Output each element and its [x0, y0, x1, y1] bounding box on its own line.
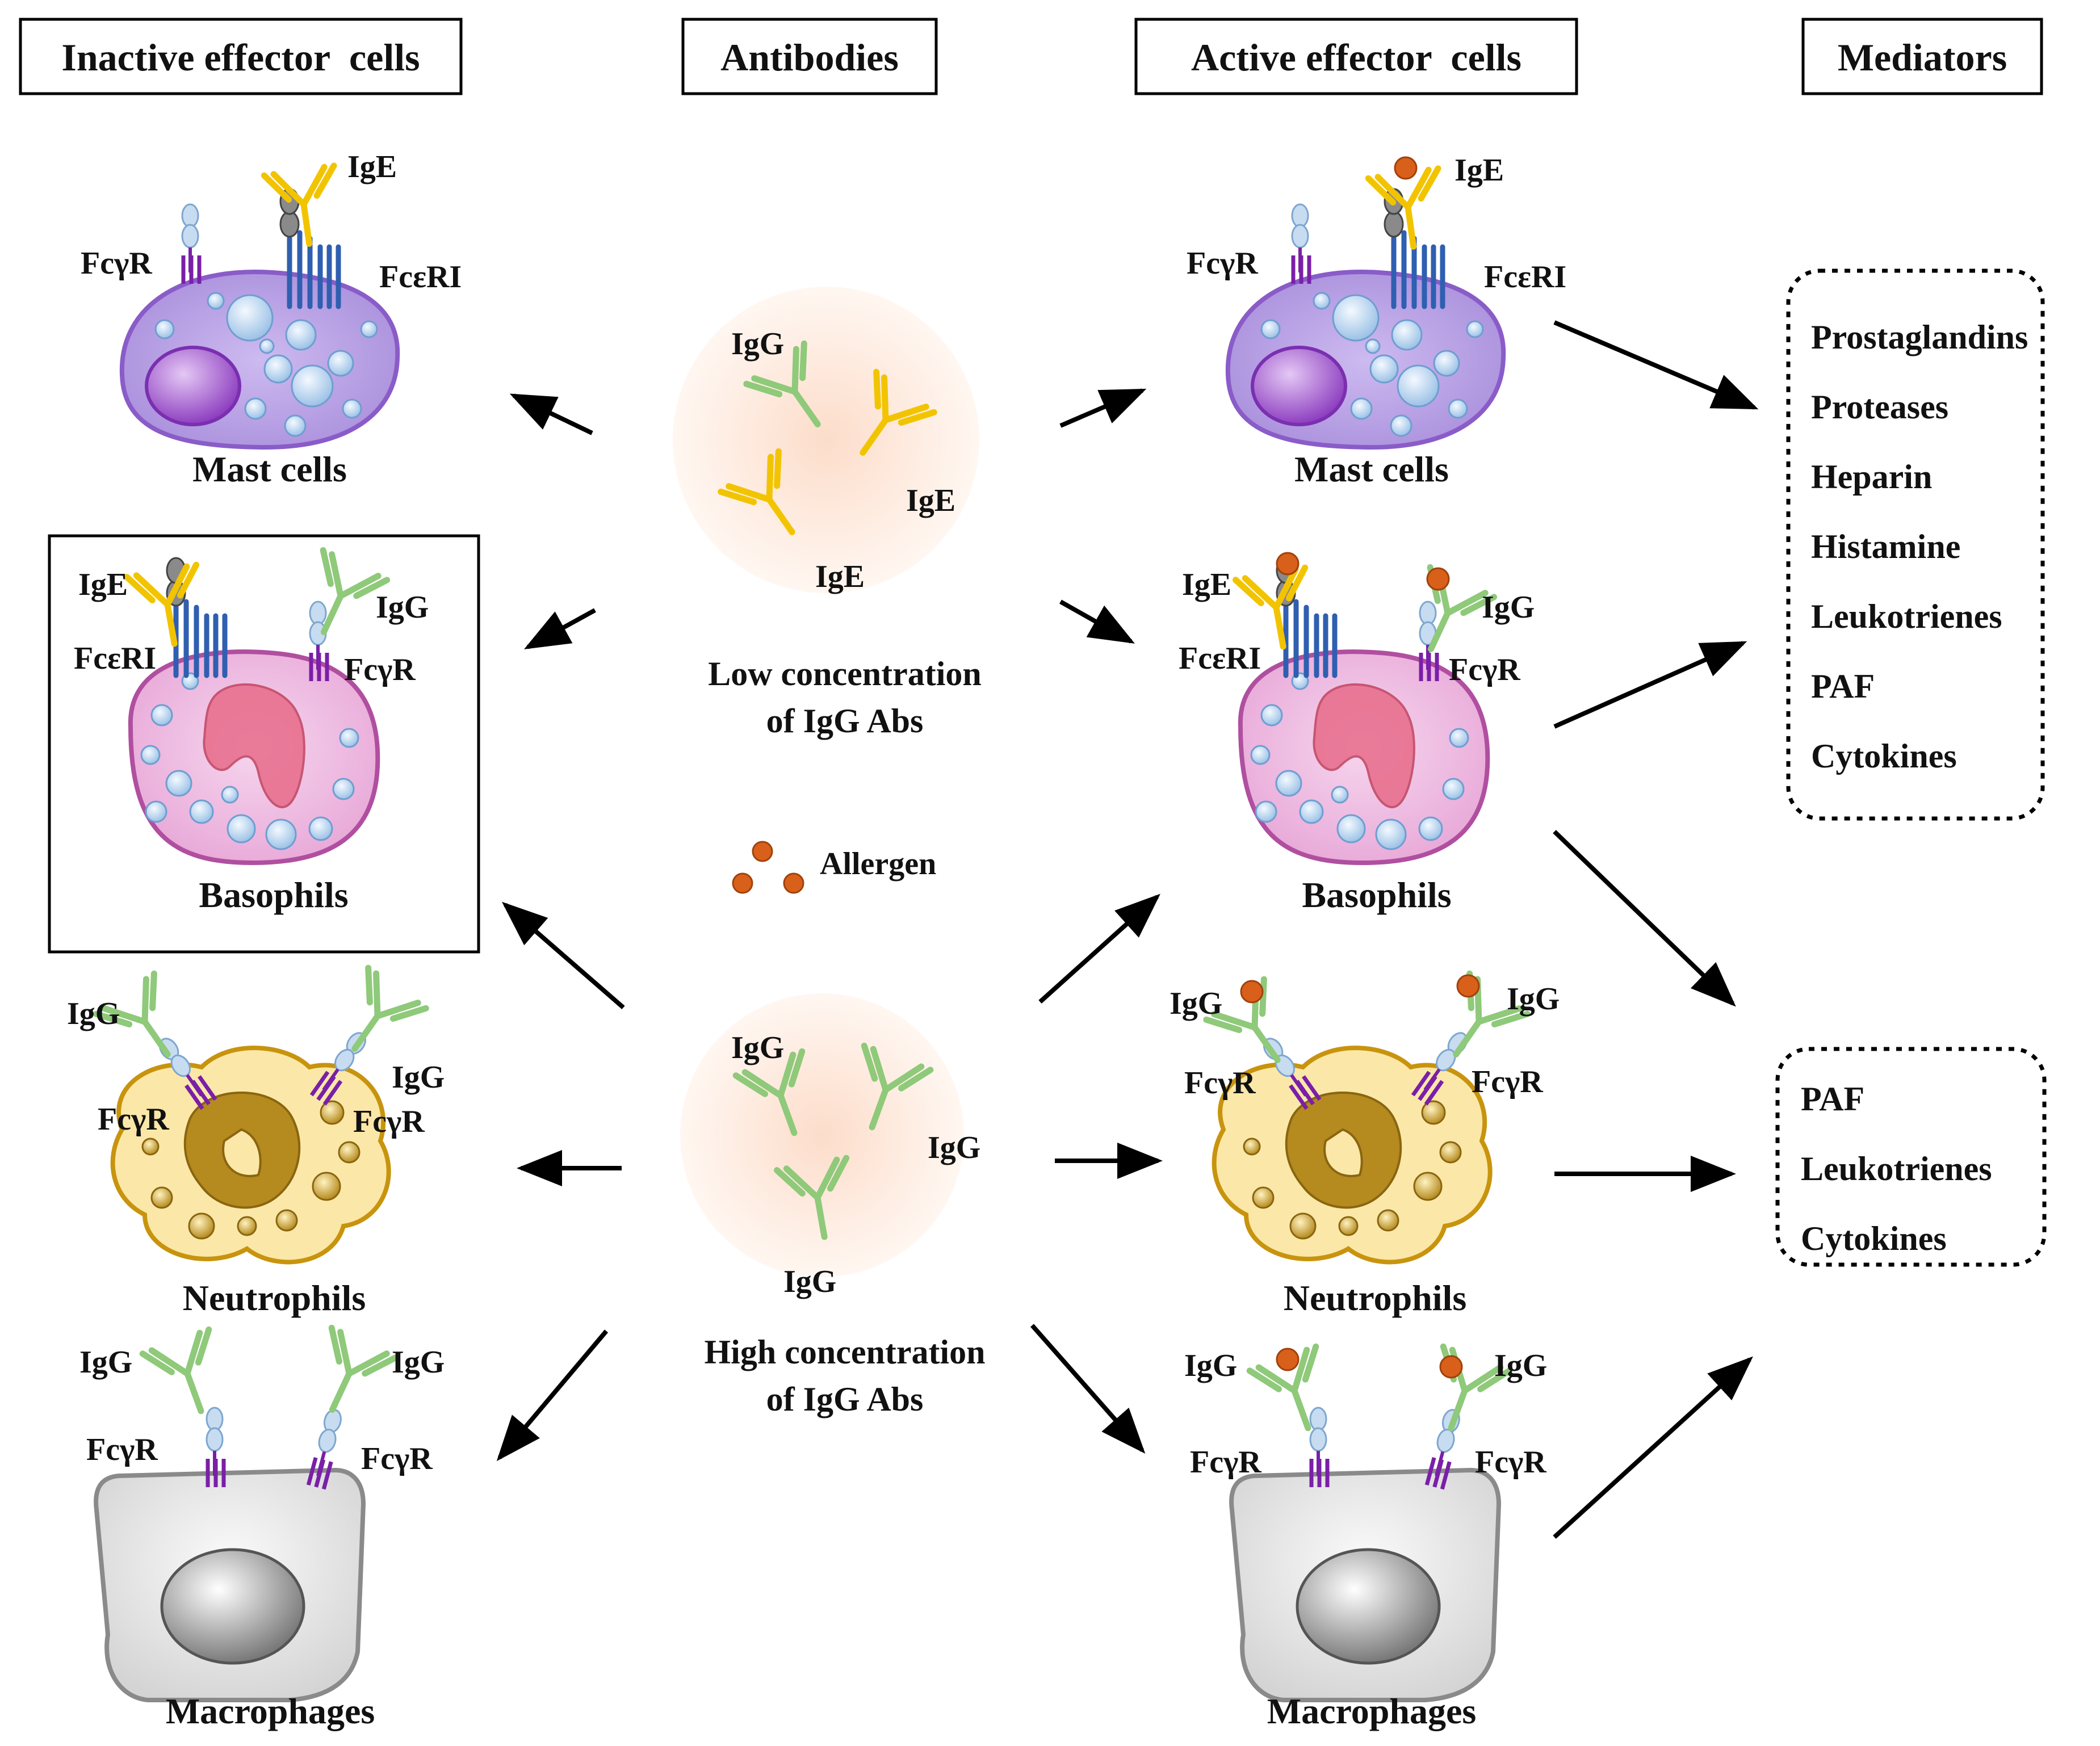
label-ige: IgE [347, 149, 397, 184]
arrow [509, 393, 593, 435]
header-mediators: Mediators [1801, 18, 2043, 95]
label-ige: IgE [1455, 153, 1504, 188]
label-fcgr: FcγR [1190, 1445, 1261, 1480]
cell-name-mast: Mast cells [192, 449, 347, 489]
label-fcgr: FcγR [81, 246, 152, 281]
mediator-item: PAF [1811, 668, 1875, 705]
arrow [1059, 388, 1147, 428]
arrow [501, 901, 625, 1010]
mediator-item: Leukotrienes [1801, 1150, 1992, 1187]
label-fcgr: FcγR [98, 1102, 169, 1137]
mediator-item: Heparin [1811, 458, 1932, 496]
label-igg: IgG [731, 1030, 784, 1065]
label-fcgr: FcγR [1475, 1445, 1546, 1480]
inactive-macrophage: IgG IgG FcγR FcγR Macrophages [79, 1328, 445, 1731]
low-concentration-cluster: IgG IgE IgE [673, 287, 979, 594]
label-fcgr: FcγR [1472, 1064, 1543, 1099]
arrow [1553, 641, 1747, 729]
label-igg: IgG [392, 1060, 445, 1095]
label-ige: IgE [78, 567, 128, 602]
mediator-item: PAF [1801, 1080, 1864, 1118]
label-igg: IgG [392, 1345, 445, 1380]
arrow [1059, 599, 1135, 644]
label-fcgr: FcγR [1187, 246, 1258, 281]
active-macrophage: IgG IgG FcγR FcγR Macrophages [1184, 1346, 1547, 1731]
high-concentration-line2: of IgG Abs [766, 1380, 924, 1418]
arrow [1553, 830, 1736, 1007]
header-inactive: Inactive effector cells [19, 18, 463, 95]
label-fceri: FcεRI [379, 259, 462, 295]
header-active: Active effector cells [1134, 18, 1578, 95]
allergen-label: Allergen [820, 846, 936, 882]
label-fcgr: FcγR [344, 652, 416, 687]
inactive-basophil: IgE IgG FcεRI FcγR Basophils [48, 534, 480, 954]
label-igg: IgG [1170, 986, 1222, 1021]
label-igg: IgG [1184, 1348, 1237, 1383]
label-igg: IgG [1482, 590, 1535, 625]
label-fcgr: FcγR [1184, 1065, 1256, 1101]
mediator-item: Proteases [1811, 388, 1948, 426]
label-ige: IgE [906, 483, 955, 518]
low-concentration-line1: Low concentration [708, 655, 982, 692]
label-fcgr: FcγR [86, 1432, 158, 1467]
label-igg: IgG [731, 326, 784, 362]
mediator-item: Leukotrienes [1811, 598, 2002, 635]
label-igg: IgG [1507, 981, 1560, 1017]
header-antibodies: Antibodies [681, 18, 938, 95]
arrow [1553, 320, 1759, 410]
low-concentration-line2: of IgG Abs [766, 702, 924, 740]
mediators-box-1: Prostaglandins Proteases Heparin Histami… [1786, 268, 2045, 821]
inactive-mast-cell: IgE FcγR FcεRI Mast cells [81, 149, 462, 489]
mediator-item: Prostaglandins [1811, 318, 2028, 356]
label-fcgr: FcγR [353, 1104, 425, 1139]
label-ige: IgE [815, 559, 865, 594]
arrow [523, 608, 596, 649]
label-fcgr: FcγR [1449, 652, 1520, 687]
arrow [1553, 1356, 1753, 1539]
mediator-item: Cytokines [1801, 1220, 1947, 1257]
label-igg: IgG [783, 1264, 836, 1299]
header-mediators-label: Mediators [1838, 36, 2007, 79]
high-concentration-line1: High concentration [705, 1333, 986, 1371]
label-fceri: FcεRI [1179, 641, 1261, 676]
arrows [496, 320, 1759, 1539]
label-igg: IgG [1494, 1348, 1547, 1383]
cell-name-basophils: Basophils [1302, 875, 1451, 915]
label-igg: IgG [67, 996, 120, 1031]
mediator-item: Cytokines [1811, 737, 1957, 775]
active-mast-cell: IgE FcγR FcεRI Mast cells [1187, 153, 1566, 489]
high-concentration-cluster: IgG IgG IgG [680, 993, 980, 1299]
allergen-legend: Allergen [732, 841, 936, 894]
inactive-neutrophil: IgG IgG FcγR FcγR Neutrophils [67, 968, 445, 1318]
label-igg: IgG [79, 1345, 132, 1380]
label-fceri: FcεRI [74, 641, 156, 676]
header-active-label: Active effector cells [1191, 36, 1521, 79]
arrow [1038, 893, 1160, 1004]
label-ige: IgE [1182, 567, 1231, 602]
mediator-item: Histamine [1811, 528, 1960, 565]
active-basophil: IgE IgG FcεRI FcγR Basophils [1179, 552, 1535, 915]
header-antibodies-label: Antibodies [720, 36, 899, 79]
arrow [496, 1329, 609, 1462]
active-neutrophil: IgG IgG FcγR FcγR Neutrophils [1170, 973, 1560, 1318]
cell-name-macrophages: Macrophages [1267, 1691, 1477, 1731]
mediators-box-2: PAF Leukotrienes Cytokines [1775, 1047, 2047, 1267]
cell-name-neutrophils: Neutrophils [183, 1278, 366, 1318]
label-fceri: FcεRI [1484, 259, 1566, 295]
header-inactive-label: Inactive effector cells [61, 36, 420, 79]
cell-name-neutrophils: Neutrophils [1284, 1278, 1466, 1318]
label-fcgr: FcγR [361, 1441, 433, 1476]
cell-name-mast: Mast cells [1294, 449, 1449, 489]
arrow [1030, 1324, 1146, 1454]
label-igg: IgG [376, 590, 429, 625]
cell-name-macrophages: Macrophages [166, 1691, 375, 1731]
label-igg: IgG [928, 1130, 980, 1165]
cell-name-basophils: Basophils [199, 875, 348, 915]
